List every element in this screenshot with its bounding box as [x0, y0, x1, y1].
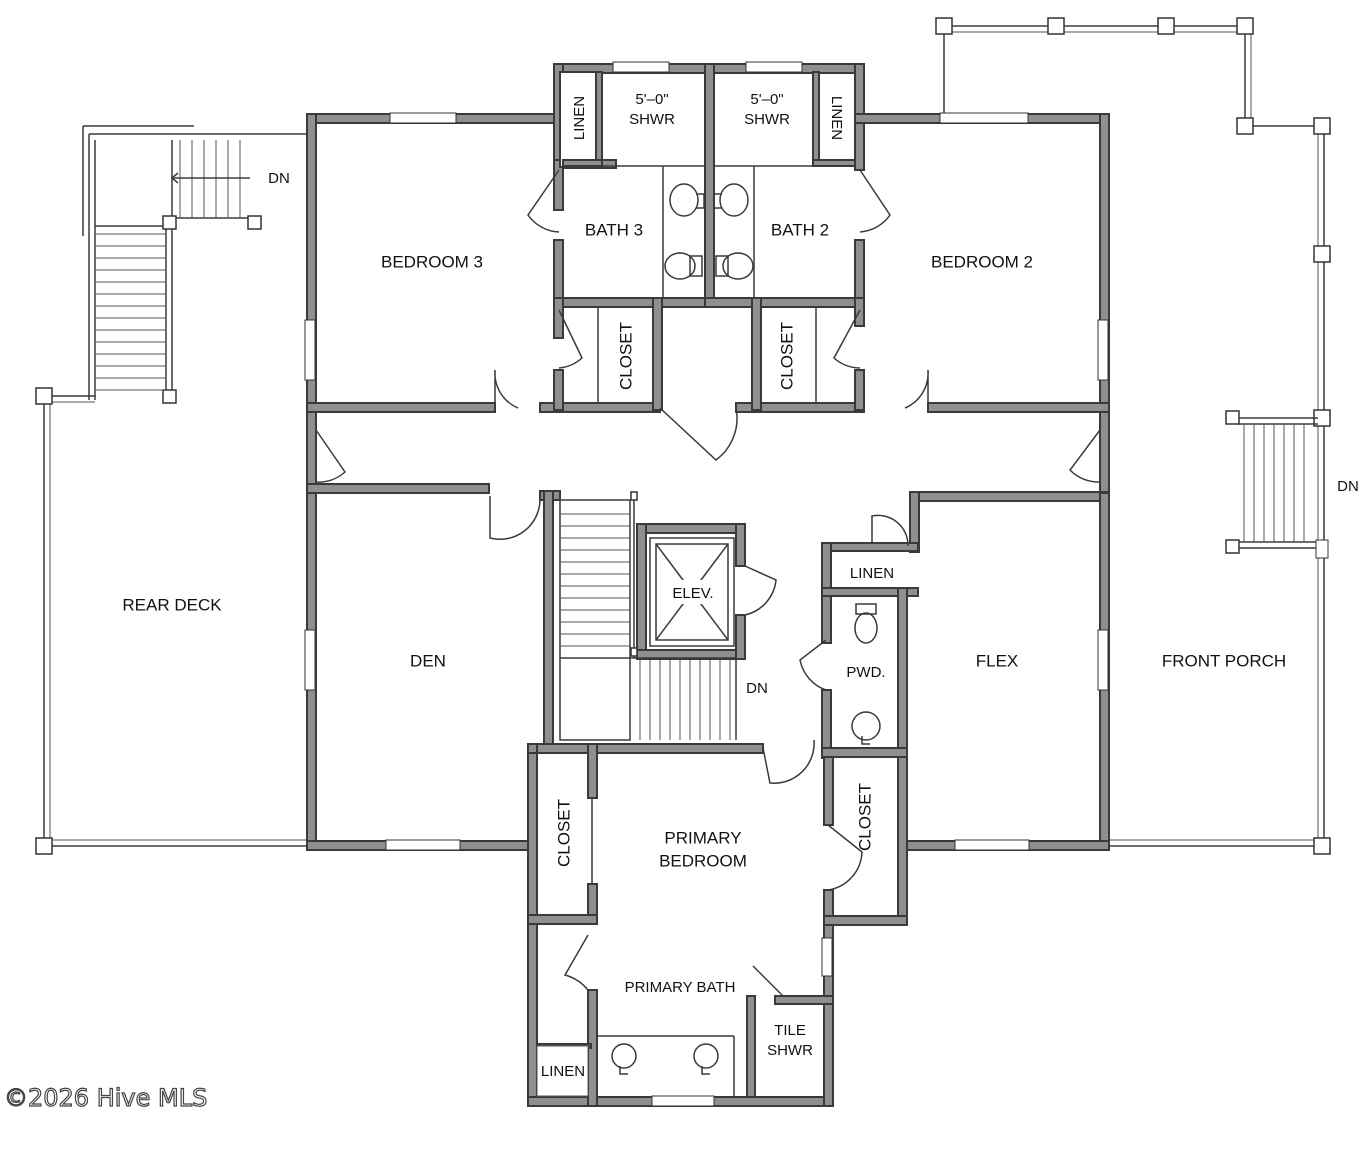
- front-porch-outline: [935, 17, 1331, 855]
- label-tile-shower-1: TILE: [774, 1022, 806, 1039]
- interior-stair: [559, 491, 737, 741]
- label-bath3: BATH 3: [585, 220, 643, 239]
- label-den: DEN: [410, 651, 446, 670]
- front-porch-stair: [1225, 410, 1329, 559]
- label-flex: FLEX: [976, 651, 1019, 670]
- label-interior-stair-down: DN: [746, 680, 768, 697]
- label-closet-primary-right: CLOSET: [855, 783, 874, 851]
- label-bath2: BATH 2: [771, 220, 829, 239]
- label-linen-right: LINEN: [828, 96, 845, 140]
- label-elevator: ELEV.: [672, 585, 713, 602]
- label-tile-shower-2: SHWR: [767, 1042, 813, 1059]
- label-rear-deck: REAR DECK: [122, 595, 222, 614]
- label-shower2-size: 5'–0": [750, 91, 783, 108]
- label-linen-primary: LINEN: [541, 1063, 585, 1080]
- label-closet-b2: CLOSET: [777, 322, 796, 390]
- label-primary-bedroom-1: PRIMARY: [664, 828, 741, 847]
- label-rear-stair-down: DN: [268, 170, 290, 187]
- fixtures: [563, 165, 881, 1097]
- label-shower3: SHWR: [629, 111, 675, 128]
- rear-stair: [82, 125, 308, 404]
- label-linen-left: LINEN: [571, 96, 588, 140]
- rear-deck-outline: [35, 387, 308, 855]
- label-bedroom2: BEDROOM 2: [931, 252, 1033, 271]
- label-front-stair-down: DN: [1337, 478, 1359, 495]
- windows: [304, 61, 1109, 1107]
- label-closet-b3: CLOSET: [616, 322, 635, 390]
- label-primary-bath: PRIMARY BATH: [625, 979, 736, 996]
- label-closet-primary-left: CLOSET: [554, 799, 573, 867]
- room-labels: BEDROOM 3 BEDROOM 2 BATH 3 BATH 2 LINEN …: [122, 91, 1358, 1080]
- label-linen-hall: LINEN: [850, 565, 894, 582]
- label-front-porch: FRONT PORCH: [1162, 651, 1286, 670]
- label-primary-bedroom-2: BEDROOM: [659, 851, 747, 870]
- label-bedroom3: BEDROOM 3: [381, 252, 483, 271]
- watermark: ©2026 Hive MLS: [4, 1084, 207, 1112]
- doors: [315, 169, 1101, 997]
- elevator-cab: [649, 537, 735, 647]
- label-shower2: SHWR: [744, 111, 790, 128]
- label-powder: PWD.: [846, 664, 885, 681]
- label-shower3-size: 5'–0": [635, 91, 668, 108]
